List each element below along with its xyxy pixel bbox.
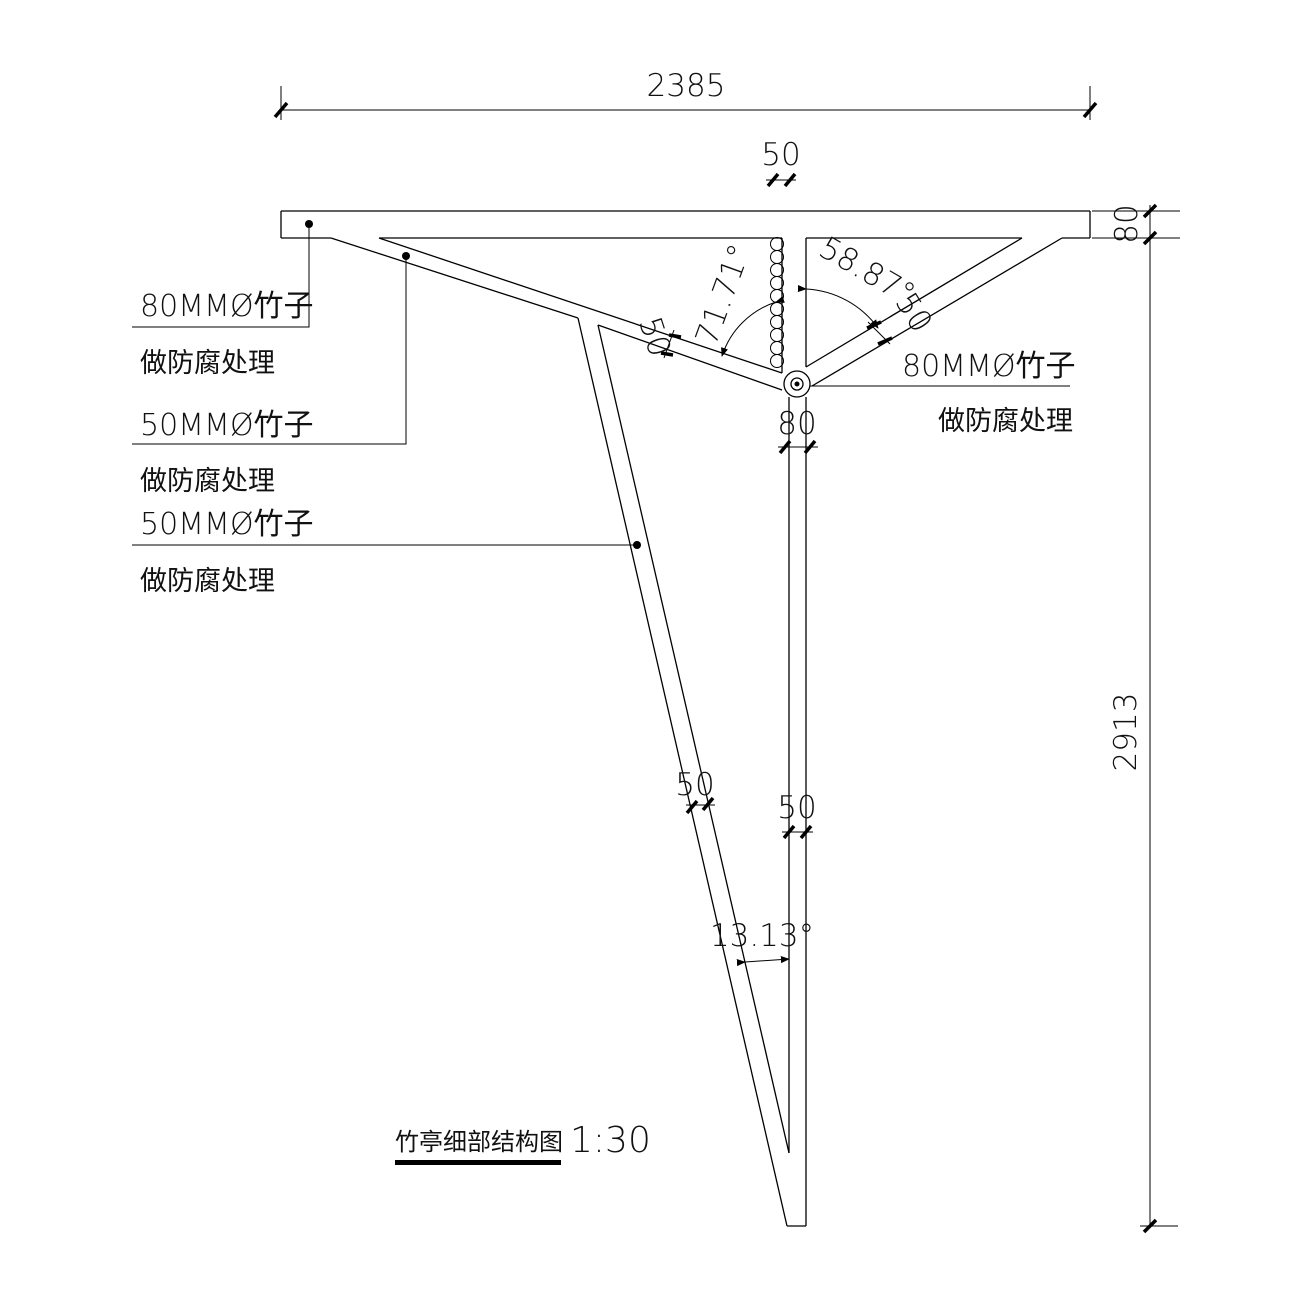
dim-overall-height: 2913	[1108, 693, 1144, 772]
dim-beam-depth: 80	[1109, 204, 1145, 243]
right-diagonal-strut	[805, 237, 1063, 387]
dimension-overall-width: 2385	[273, 68, 1098, 120]
dimension-beam-depth: 80	[1092, 203, 1180, 246]
dimension-left-strut: 50	[631, 313, 682, 361]
note-left-strut-treatment: 做防腐处理	[140, 466, 275, 497]
dim-post-width: 50	[777, 790, 816, 826]
note-central-post-treatment: 做防腐处理	[938, 406, 1073, 437]
note-left-strut-spec: 50MMØ竹子	[140, 408, 314, 443]
leaning-leg	[577, 317, 806, 1227]
drawing-title-scale: 1:30	[570, 1120, 651, 1161]
dimension-brace: 50	[675, 767, 715, 815]
left-diagonal-strut	[330, 237, 783, 391]
note-central-post: 80MMØ竹子 做防腐处理	[810, 349, 1076, 437]
dimension-post-at-joint: 80	[777, 406, 818, 473]
note-leaning-leg: 50MMØ竹子 做防腐处理	[132, 507, 641, 597]
angle-left: 71.71°	[689, 239, 785, 357]
note-leaning-leg-spec: 50MMØ竹子	[140, 507, 314, 542]
dimension-top-post: 50	[761, 137, 801, 188]
note-top-beam-spec: 80MMØ竹子	[140, 289, 314, 324]
drawing-title: 竹亭细部结构图 1:30	[395, 1120, 651, 1165]
top-beam	[280, 210, 1091, 239]
note-top-beam: 80MMØ竹子 做防腐处理	[132, 220, 314, 379]
drawing-title-name: 竹亭细部结构图	[395, 1128, 563, 1156]
angle-right-value: 58.87°	[813, 230, 921, 313]
angle-left-value: 71.71°	[689, 239, 758, 349]
dimension-overall-height: 2913	[1108, 238, 1178, 1234]
dim-brace-width: 50	[675, 767, 714, 803]
note-top-beam-treatment: 做防腐处理	[140, 348, 275, 379]
central-post	[788, 397, 807, 1226]
joint-bolt	[783, 370, 811, 398]
note-central-post-spec: 80MMØ竹子	[902, 349, 1076, 384]
dim-overall-width: 2385	[647, 68, 726, 104]
dim-post-at-joint: 80	[777, 406, 816, 442]
note-left-strut: 50MMØ竹子 做防腐处理	[132, 252, 410, 497]
angle-bottom-value: 13.13°	[710, 918, 814, 954]
dim-top-post-width: 50	[761, 137, 800, 173]
angle-bottom: 13.13°	[710, 918, 814, 985]
dimension-post: 50	[777, 790, 817, 840]
note-leaning-leg-treatment: 做防腐处理	[140, 566, 275, 597]
central-post-top	[781, 238, 807, 373]
